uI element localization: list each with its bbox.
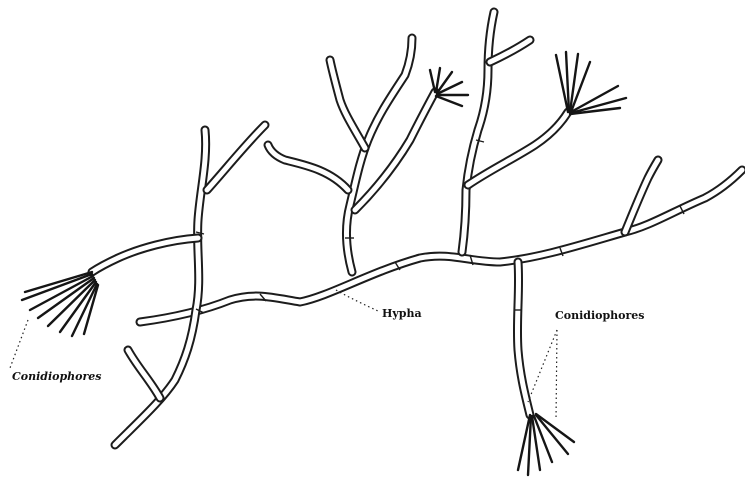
septa [196, 140, 684, 313]
hyphae-strands [92, 12, 742, 445]
left-conidiophore-brush [22, 272, 98, 336]
right-bottom-brush [518, 414, 574, 475]
middle-branch [268, 38, 435, 272]
right-center-branch [462, 12, 568, 252]
hypha-leader [336, 290, 378, 311]
conidiophores-left-label: Conidiophores [12, 370, 102, 383]
main-hypha [140, 170, 742, 322]
left-vertical-branch [115, 125, 265, 445]
left-conidiophores-leader [10, 320, 28, 368]
middle-top-brush [430, 68, 468, 106]
hypha-label: Hypha [382, 307, 422, 320]
right-top-brush [556, 52, 626, 114]
right-conidiophores-leader-1 [528, 330, 557, 402]
left-conidiophore-stalk [92, 238, 198, 272]
conidiophores-right-label: Conidiophores [555, 309, 645, 322]
right-conidiophores-leader-2 [556, 330, 557, 420]
right-conidiophore-stalk [517, 262, 530, 415]
